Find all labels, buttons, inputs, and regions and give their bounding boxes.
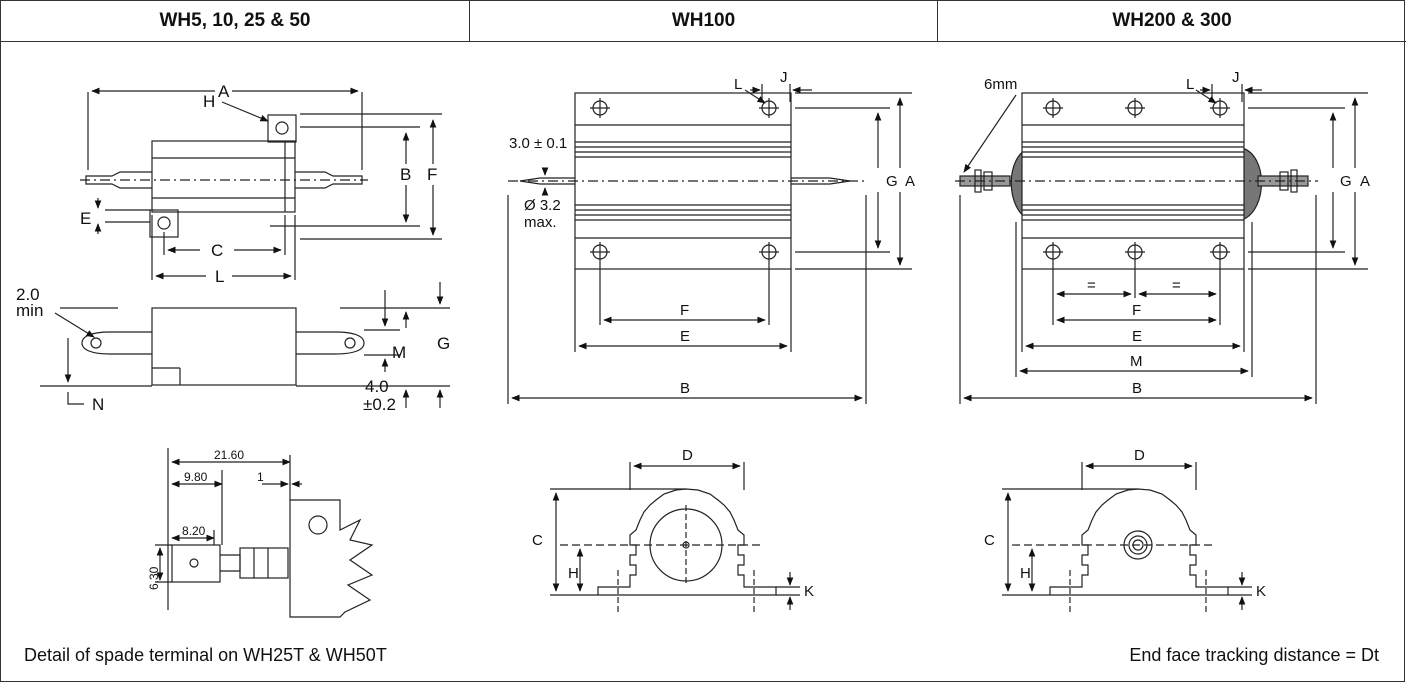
label-tag-max: max. bbox=[524, 214, 557, 231]
label-dim-1: 1 bbox=[257, 470, 264, 484]
wh200-end-view bbox=[1002, 462, 1252, 615]
label-b: B bbox=[680, 380, 690, 397]
wh100-top-view bbox=[508, 92, 866, 270]
wh5-side-dims bbox=[54, 282, 450, 408]
label-k: K bbox=[804, 583, 814, 600]
header-wh5-50: WH5, 10, 25 & 50 bbox=[159, 10, 311, 31]
label-h: H bbox=[1020, 565, 1031, 582]
label-tab-offset: 4.0 bbox=[365, 377, 389, 396]
label-d: D bbox=[1134, 447, 1145, 464]
caption-tracking-distance: End face tracking distance = Dt bbox=[1129, 645, 1379, 665]
label-k: K bbox=[1256, 583, 1266, 600]
label-e: E bbox=[80, 209, 91, 228]
label-g: G bbox=[437, 334, 450, 353]
label-dim-6-30: 6.30 bbox=[147, 566, 161, 590]
label-l: L bbox=[215, 267, 224, 286]
label-d: D bbox=[682, 447, 693, 464]
label-h: H bbox=[568, 565, 579, 582]
label-nut-spec: 6mm bbox=[984, 76, 1017, 93]
label-a: A bbox=[1360, 173, 1370, 190]
label-dim-9-80: 9.80 bbox=[184, 470, 208, 484]
label-m: M bbox=[392, 343, 406, 362]
label-m: M bbox=[1130, 353, 1143, 370]
label-n: N bbox=[92, 395, 104, 414]
header-wh100: WH100 bbox=[671, 10, 736, 31]
label-equal: = bbox=[1172, 277, 1181, 294]
label-h: H bbox=[203, 92, 215, 111]
label-b: B bbox=[1132, 380, 1142, 397]
label-c: C bbox=[211, 241, 223, 260]
label-min-hole: 2.0 bbox=[16, 285, 40, 304]
label-g: G bbox=[886, 173, 898, 190]
label-equal: = bbox=[1087, 277, 1096, 294]
label-c: C bbox=[532, 532, 543, 549]
header-wh200-300: WH200 & 300 bbox=[1112, 10, 1232, 31]
spade-detail bbox=[155, 448, 374, 618]
label-dim-8-20: 8.20 bbox=[182, 524, 206, 538]
wh100-end-view bbox=[550, 462, 800, 615]
label-j: J bbox=[1232, 69, 1240, 86]
label-f: F bbox=[1132, 302, 1141, 319]
caption-spade-detail: Detail of spade terminal on WH25T & WH50… bbox=[24, 645, 387, 665]
label-j: J bbox=[780, 69, 788, 86]
label-tab-tol: ±0.2 bbox=[363, 395, 396, 414]
label-g: G bbox=[1340, 173, 1352, 190]
header-rule bbox=[1, 41, 1406, 42]
label-c: C bbox=[984, 532, 995, 549]
label-dim-21-60: 21.60 bbox=[214, 448, 244, 462]
wh100-dims bbox=[507, 84, 912, 404]
label-tag-thickness: 3.0 ± 0.1 bbox=[509, 135, 567, 152]
wh5-side-view bbox=[40, 307, 365, 387]
label-tag-dia: Ø 3.2 bbox=[524, 197, 561, 214]
label-e: E bbox=[1132, 328, 1142, 345]
label-l: L bbox=[734, 76, 742, 93]
wh5-top-dims bbox=[87, 87, 442, 280]
wh200-dims bbox=[959, 84, 1368, 404]
header-divider bbox=[469, 1, 470, 41]
label-f: F bbox=[680, 302, 689, 319]
wh200-top-view bbox=[955, 92, 1318, 270]
label-b: B bbox=[400, 165, 411, 184]
label-f: F bbox=[427, 165, 437, 184]
header-divider bbox=[937, 1, 938, 41]
label-l: L bbox=[1186, 76, 1194, 93]
label-e: E bbox=[680, 328, 690, 345]
label-a: A bbox=[905, 173, 915, 190]
wh5-top-view bbox=[80, 114, 368, 238]
label-a: A bbox=[218, 82, 230, 101]
label-min-word: min bbox=[16, 301, 43, 320]
